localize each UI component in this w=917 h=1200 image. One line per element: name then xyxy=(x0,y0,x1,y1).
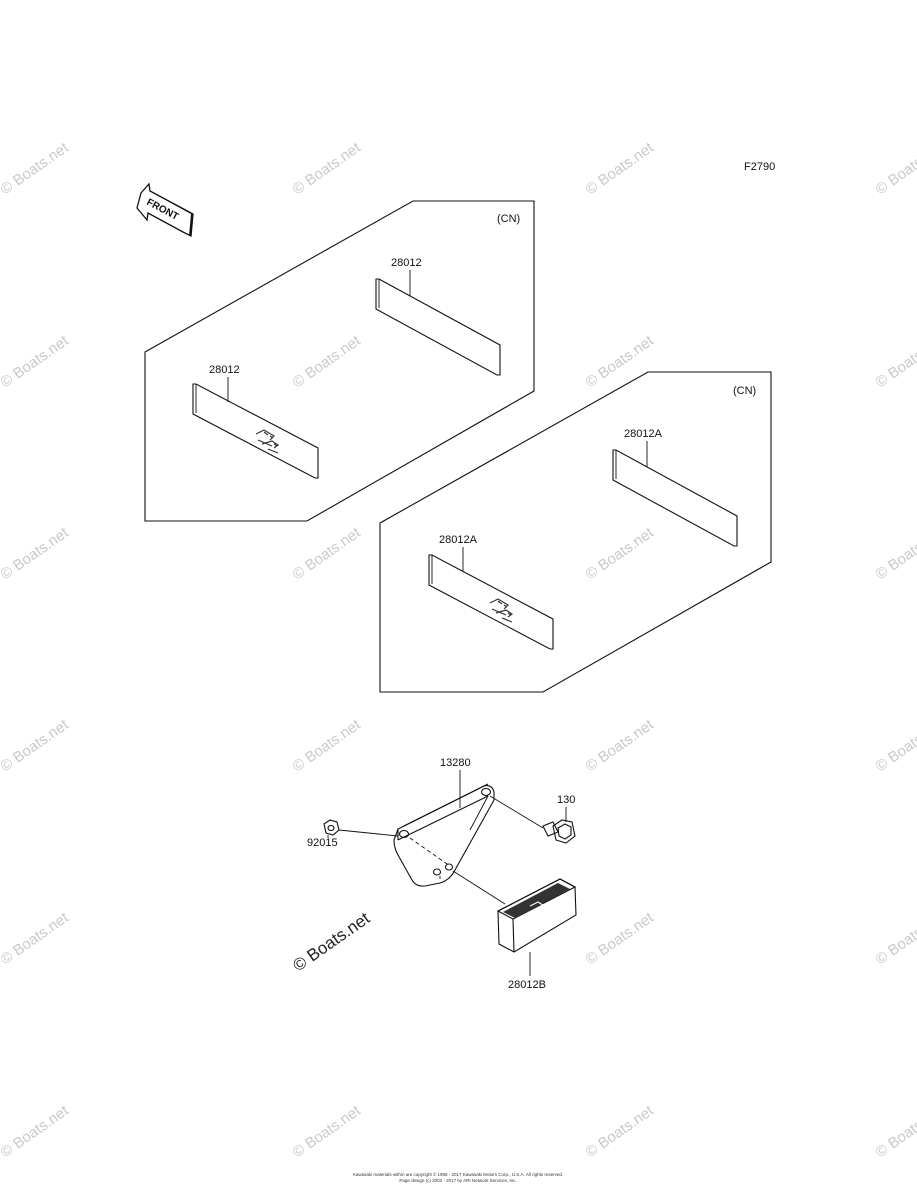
kawasaki-logo-icon xyxy=(255,429,280,454)
watermark: © Boats.net xyxy=(290,139,365,198)
watermark: © Boats.net xyxy=(873,524,917,583)
watermark: © Boats.net xyxy=(290,524,365,583)
footer-copyright: Kawasaki materials within are copyright … xyxy=(353,1171,563,1177)
part-label-28012a: 28012A xyxy=(439,534,478,546)
watermark: © Boats.net xyxy=(873,909,917,968)
watermark: © Boats.net xyxy=(290,332,365,391)
watermark: © Boats.net xyxy=(583,716,658,775)
reflector xyxy=(496,878,577,953)
watermark: © Boats.net xyxy=(0,139,72,198)
part-label-13280: 13280 xyxy=(440,757,471,769)
part-label-28012b: 28012B xyxy=(508,979,546,991)
bracket xyxy=(393,783,495,887)
panel-region-label: (CN) xyxy=(497,213,520,225)
watermark: © Boats.net xyxy=(290,716,365,775)
watermark: © Boats.net xyxy=(583,1102,658,1161)
watermark: © Boats.net xyxy=(583,524,658,583)
panel-decal-28012a: (CN) 28012A 28012A xyxy=(379,371,772,693)
watermark: © Boats.net xyxy=(0,332,72,391)
watermark: © Boats.net xyxy=(0,716,72,775)
watermark: © Boats.net xyxy=(290,1102,365,1161)
watermark: © Boats.net xyxy=(873,716,917,775)
part-label-28012: 28012 xyxy=(209,364,240,376)
footer-design: Page design (c) 2002 - 2017 by ARI Netwo… xyxy=(399,1178,516,1183)
figure-code: F2790 xyxy=(744,161,775,173)
panel-decal-28012: (CN) 28012 28012 xyxy=(144,200,535,522)
watermark: © Boats.net xyxy=(0,1102,72,1161)
watermark: © Boats.net xyxy=(873,139,917,198)
watermark-layer: © Boats.net © Boats.net © Boats.net © Bo… xyxy=(0,139,917,1161)
watermark: © Boats.net xyxy=(873,332,917,391)
watermark: © Boats.net xyxy=(0,524,72,583)
watermark: © Boats.net xyxy=(0,909,72,968)
bolt xyxy=(542,819,576,844)
part-label-130: 130 xyxy=(557,794,575,806)
part-label-28012a: 28012A xyxy=(624,428,663,440)
panel-region-label: (CN) xyxy=(733,385,756,397)
reflector-bracket-assembly: 13280 92015 130 xyxy=(307,757,577,991)
footer: Kawasaki materials within are copyright … xyxy=(353,1171,563,1183)
watermark: © Boats.net xyxy=(583,909,658,968)
nut xyxy=(323,819,340,836)
watermark: © Boats.net xyxy=(583,139,658,198)
kawasaki-logo-icon xyxy=(489,598,514,623)
watermark-main: © Boats.net xyxy=(289,908,373,975)
watermark: © Boats.net xyxy=(873,1102,917,1161)
front-arrow-icon: FRONT xyxy=(136,182,194,238)
part-label-92015: 92015 xyxy=(307,837,338,849)
watermark: © Boats.net xyxy=(583,332,658,391)
part-label-28012: 28012 xyxy=(391,257,422,269)
